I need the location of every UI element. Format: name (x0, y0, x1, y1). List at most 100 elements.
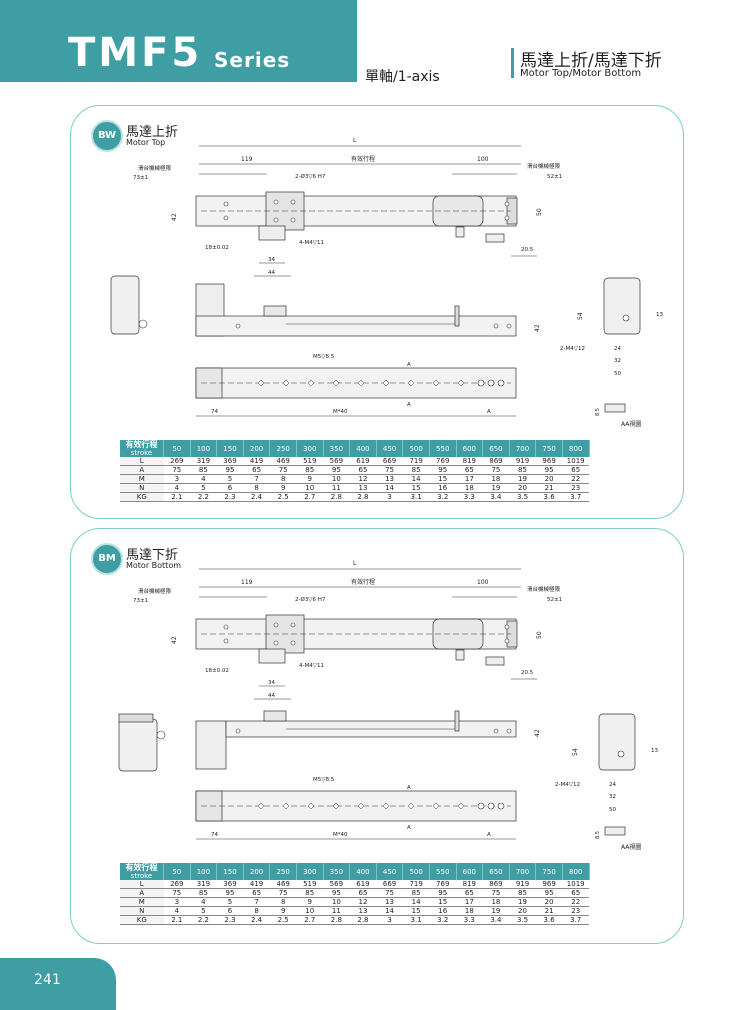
hole-mark (504, 201, 510, 207)
table-cell: 11 (323, 483, 350, 493)
stroke-label-en: stroke (130, 448, 153, 457)
table-cell: 2.7 (296, 915, 324, 925)
dim-74-label: 74 (211, 409, 218, 415)
row-label: M (120, 897, 164, 907)
hole-mark (223, 624, 229, 630)
section-badge: BW (91, 120, 123, 152)
stroke-column-header: 50 (163, 863, 191, 880)
dim-34-label: 34 (268, 257, 275, 263)
table-cell: 15 (402, 906, 430, 916)
row-label: L (120, 880, 164, 889)
table-cell: 2.1 (163, 915, 191, 925)
stroke-column-header: 400 (349, 440, 377, 457)
row-label: A (120, 888, 164, 898)
axis-label: 單軸/1-axis (365, 69, 440, 85)
table-cell: 2.8 (323, 915, 350, 925)
table-cell: 18 (482, 897, 510, 907)
hole-mark (506, 728, 512, 734)
table-cell: 5 (190, 906, 217, 916)
table-cell: 569 (323, 880, 350, 889)
table-cell: 19 (482, 906, 510, 916)
stroke-column-header: 650 (482, 440, 510, 457)
dim-42-side-label: 42 (534, 324, 541, 332)
row-label: N (120, 906, 164, 916)
section-a-label: A (407, 825, 411, 831)
dim-18-label: 18±0.02 (205, 245, 229, 251)
table-cell: 969 (535, 880, 563, 889)
table-cell: 12 (349, 474, 377, 484)
aa-side-detail (604, 826, 626, 836)
table-cell: 419 (243, 457, 270, 466)
aa-view-label: AA視圖 (621, 843, 641, 851)
table-cell: 4 (190, 474, 217, 484)
table-cell: 469 (269, 880, 297, 889)
table-cell: 75 (376, 465, 403, 475)
table-cell: 2.2 (190, 492, 217, 502)
stroke-column-header: 300 (296, 440, 324, 457)
mount-hole (407, 802, 415, 810)
table-cell: 819 (456, 457, 483, 466)
table-cell: 819 (456, 880, 483, 889)
table-cell: 20 (509, 483, 536, 493)
table-cell: 85 (296, 465, 324, 475)
hole-mark (273, 199, 279, 205)
table-cell: 95 (429, 888, 457, 898)
table-cell: 65 (562, 888, 589, 898)
mount-hole (407, 379, 415, 387)
row-label: A (120, 465, 164, 475)
stroke-column-header: 350 (323, 440, 351, 457)
dim-m40-label: M*40 (333, 409, 348, 415)
table-cell: 3.3 (456, 492, 483, 502)
table-cell: 869 (482, 880, 510, 889)
table-cell: 7 (243, 474, 270, 484)
motor-end-view (118, 718, 158, 772)
dim-50-label: 50 (536, 631, 543, 639)
table-cell: 95 (323, 888, 350, 898)
table-cell: 95 (535, 888, 563, 898)
table-cell: 419 (243, 880, 270, 889)
table-cell: 9 (269, 906, 297, 916)
dim-L-label: L (353, 137, 357, 144)
table-cell: 1019 (562, 457, 589, 466)
stroke-column-header: 50 (163, 440, 191, 457)
carriage-side (263, 305, 287, 317)
section-title: 馬達上折 (126, 125, 179, 140)
hole-mark (235, 728, 241, 734)
table-cell: 95 (323, 465, 350, 475)
mount-hole (282, 379, 290, 387)
mount-hole (432, 379, 440, 387)
table-cell: 85 (509, 465, 536, 475)
stroke-column-header: 600 (456, 440, 484, 457)
motor-end-view (110, 275, 140, 335)
m5-spec-label: M5▽8.5 (313, 777, 335, 783)
hole-mark (497, 802, 505, 810)
dim-44-label: 44 (268, 270, 275, 276)
table-cell: 2.2 (190, 915, 217, 925)
table-cell: 65 (562, 465, 589, 475)
stroke-column-header: 100 (190, 440, 218, 457)
footer-tab (0, 958, 116, 1010)
mount-hole (382, 802, 390, 810)
table-cell: 919 (509, 880, 536, 889)
series-title: TMF5 (68, 30, 203, 76)
section-subtitle: Motor Top (126, 138, 166, 147)
dim-stroke-label: 有效行程 (351, 155, 375, 163)
table-cell: 16 (429, 483, 457, 493)
table-cell: 15 (429, 474, 457, 484)
mount-hole (257, 379, 265, 387)
table-cell: 2.3 (216, 915, 244, 925)
table-cell: 319 (190, 880, 217, 889)
table-cell: 95 (216, 888, 244, 898)
table-cell: 3.1 (402, 915, 430, 925)
stroke-column-header: 550 (429, 863, 457, 880)
table-cell: 519 (296, 880, 324, 889)
dim-73-label: 73±1 (133, 175, 148, 181)
